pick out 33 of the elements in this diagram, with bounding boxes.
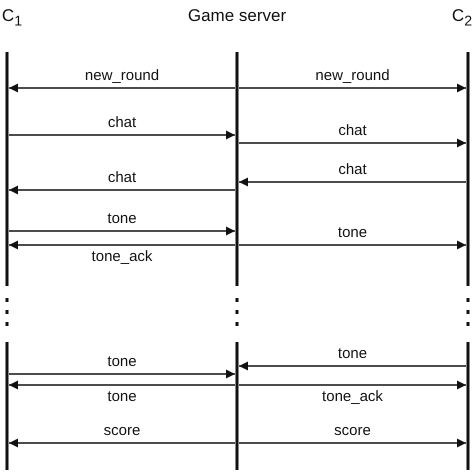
message-label: chat	[108, 114, 136, 132]
message-arrow	[239, 138, 466, 148]
message-arrow	[9, 84, 235, 92]
message-arrow	[9, 370, 235, 378]
message-arrow	[9, 380, 235, 390]
message-arrow	[239, 362, 466, 370]
message-label: new_round	[315, 67, 390, 85]
message-arrow	[239, 438, 466, 448]
participant-label: C$_{1}$	[0, 5, 24, 32]
message-label: chat	[338, 122, 367, 140]
message-arrow	[239, 178, 466, 186]
message-label: new_round	[84, 67, 160, 85]
message-label: tone_ack	[322, 388, 383, 406]
message-arrow	[9, 438, 235, 448]
message-arrow	[239, 84, 466, 92]
participant-label: C$_{2}$	[450, 5, 474, 32]
message-label: chat	[338, 161, 367, 179]
message-label: tone	[107, 353, 137, 371]
message-arrow	[239, 380, 466, 390]
message-label: tone	[338, 224, 368, 242]
message-arrow	[9, 226, 235, 236]
message-arrow	[9, 186, 235, 194]
message-arrow	[9, 130, 235, 140]
message-label: tone_ack	[92, 248, 152, 266]
message-label: chat	[108, 169, 136, 187]
message-label: score	[104, 422, 140, 440]
message-label: tone	[338, 345, 368, 363]
message-arrow	[239, 240, 466, 250]
message-label: score	[334, 422, 371, 440]
message-label: tone	[107, 388, 137, 406]
message-label: tone	[107, 210, 137, 228]
message-arrow	[9, 240, 235, 250]
participant-label: Game server	[186, 5, 288, 27]
